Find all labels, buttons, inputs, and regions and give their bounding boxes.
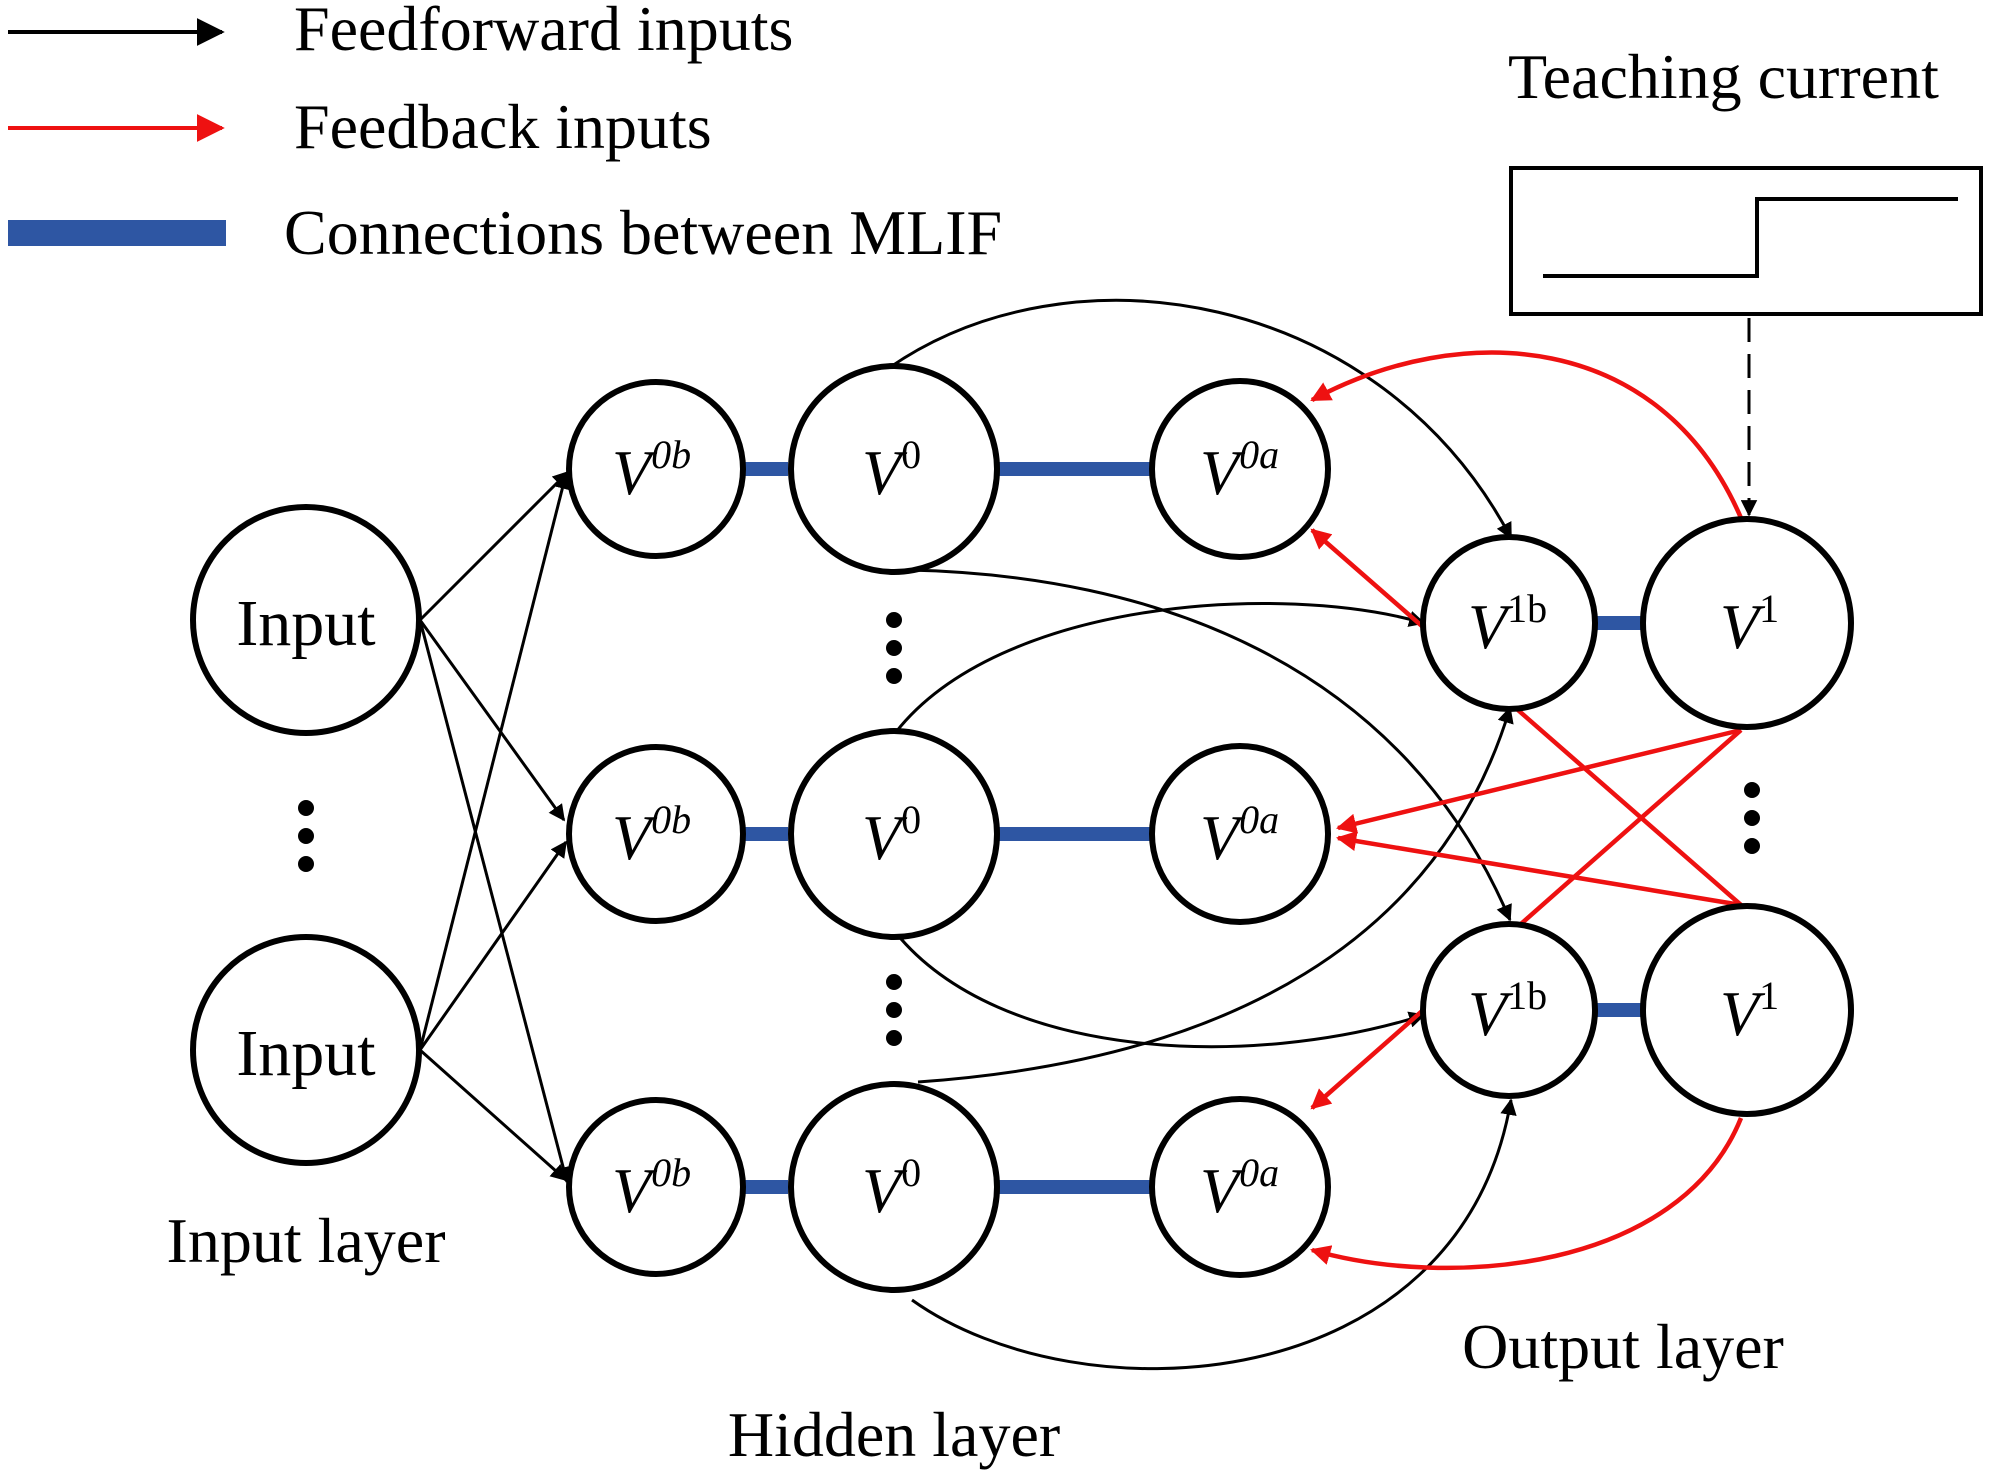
feedback-arrow — [1310, 728, 1743, 1110]
svg-text:V0a: V0a — [1200, 1150, 1279, 1226]
legend-feedback-label: Feedback inputs — [294, 91, 712, 162]
feedforward-input-connections — [418, 470, 572, 1184]
neuron-v0b-sup: 0b — [651, 432, 691, 477]
svg-text:V1b: V1b — [1468, 586, 1547, 662]
neuron-v0-base: V — [862, 437, 908, 508]
svg-text:V0b: V0b — [612, 1150, 691, 1226]
neuron-v0b: V0b — [566, 744, 746, 924]
neuron-v0-sup: 0 — [901, 1150, 921, 1195]
feedforward-arrow — [419, 1048, 568, 1182]
svg-text:V0: V0 — [862, 797, 921, 873]
svg-text:V0b: V0b — [612, 432, 691, 508]
legend-mlif-label: Connections between MLIF — [284, 197, 1002, 268]
neuron-v0-sup: 0 — [901, 432, 921, 477]
svg-text:V1: V1 — [1720, 973, 1779, 1049]
neuron-v1-sup: 1 — [1759, 586, 1779, 631]
input-node-label: Input — [236, 587, 375, 660]
output-layer: V1b V1 V1b V1 Output layer — [1420, 516, 1854, 1382]
svg-text:V1: V1 — [1720, 586, 1779, 662]
ellipsis-dots — [298, 800, 314, 872]
neuron-v0-base: V — [862, 1155, 908, 1226]
feedforward-arrow — [418, 840, 568, 1051]
neuron-v0a-base: V — [1200, 802, 1246, 873]
ellipsis-dots — [1744, 782, 1760, 854]
hidden-layer-label: Hidden layer — [728, 1399, 1060, 1470]
feedback-arrow — [1336, 727, 1742, 834]
feedback-arrow — [1310, 528, 1743, 907]
neuron-v0: V0 — [788, 728, 1000, 940]
feedforward-arrow — [418, 619, 566, 822]
feedback-connections — [1310, 350, 1744, 1271]
teaching-current: Teaching current — [1508, 41, 1983, 517]
feedback-arc — [1310, 1117, 1744, 1271]
feedforward-arc — [911, 1098, 1517, 1371]
neuron-v0b: V0b — [566, 1097, 746, 1277]
feedforward-arrow — [418, 619, 572, 1184]
neuron-v0a-sup: 0a — [1239, 797, 1279, 842]
step-waveform — [1543, 197, 1958, 278]
legend: Feedforward inputs Feedback inputs Conne… — [8, 0, 1002, 268]
feedback-arc — [1310, 350, 1744, 519]
feedforward-hidden-connections — [885, 298, 1517, 1371]
neuron-v1b: V1b — [1420, 534, 1598, 712]
neuron-v0a-base: V — [1200, 1155, 1246, 1226]
feedforward-arc — [894, 602, 1426, 733]
input-layer-label: Input layer — [167, 1205, 446, 1276]
ellipsis-dots — [886, 612, 902, 684]
feedback-arrow — [1336, 831, 1742, 908]
feedforward-arrow — [418, 472, 571, 1051]
neuron-v1b-sup: 1b — [1507, 586, 1547, 631]
neuron-v0b-base: V — [612, 1155, 658, 1226]
neuron-v0a-sup: 0a — [1239, 432, 1279, 477]
neuron-v0b-sup: 0b — [651, 1150, 691, 1195]
feedforward-arc — [917, 706, 1514, 1084]
neuron-v1-base: V — [1720, 978, 1766, 1049]
neuron-v0a-base: V — [1200, 437, 1246, 508]
svg-text:V0a: V0a — [1200, 797, 1279, 873]
neuron-v0-base: V — [862, 802, 908, 873]
svg-text:V0: V0 — [862, 432, 921, 508]
input-node: Input — [190, 934, 422, 1166]
ellipsis-dots — [886, 974, 902, 1046]
teaching-current-box — [1509, 166, 1983, 316]
neuron-v0: V0 — [788, 1081, 1000, 1293]
neuron-v1-sup: 1 — [1759, 973, 1779, 1018]
mlif-connections — [744, 462, 1644, 1194]
neuron-v0b-base: V — [612, 437, 658, 508]
neuron-v0b: V0b — [566, 379, 746, 559]
feedforward-arc — [907, 568, 1512, 922]
hidden-layer: V0b V0 V0a V0b V0 — [566, 363, 1331, 1470]
feedforward-arc — [885, 298, 1513, 540]
svg-text:V0: V0 — [862, 1150, 921, 1226]
teaching-current-label: Teaching current — [1508, 41, 1939, 112]
feedforward-arc — [894, 932, 1426, 1049]
output-layer-label: Output layer — [1462, 1311, 1784, 1382]
input-node-label: Input — [236, 1017, 375, 1090]
neuron-v0a: V0a — [1149, 743, 1331, 925]
neuron-v1: V1 — [1640, 516, 1854, 730]
neuron-v1b-base: V — [1468, 978, 1514, 1049]
neuron-v1b-base: V — [1468, 591, 1514, 662]
neuron-v1b: V1b — [1420, 921, 1598, 1099]
legend-feedforward-label: Feedforward inputs — [294, 0, 793, 64]
neuron-v1b-sup: 1b — [1507, 973, 1547, 1018]
neuron-v0b-sup: 0b — [651, 797, 691, 842]
svg-text:V0b: V0b — [612, 797, 691, 873]
neuron-v1-base: V — [1720, 591, 1766, 662]
neuron-v0a: V0a — [1149, 378, 1331, 560]
svg-text:V1b: V1b — [1468, 973, 1547, 1049]
input-layer: Input Input Input layer — [167, 504, 446, 1276]
neuron-v0b-base: V — [612, 802, 658, 873]
neuron-v1: V1 — [1640, 903, 1854, 1117]
neuron-v0-sup: 0 — [901, 797, 921, 842]
neuron-v0a: V0a — [1149, 1096, 1331, 1278]
neuron-v0: V0 — [788, 363, 1000, 575]
feedforward-arrow — [418, 470, 570, 622]
svg-text:V0a: V0a — [1200, 432, 1279, 508]
input-node: Input — [190, 504, 422, 736]
neuron-v0a-sup: 0a — [1239, 1150, 1279, 1195]
